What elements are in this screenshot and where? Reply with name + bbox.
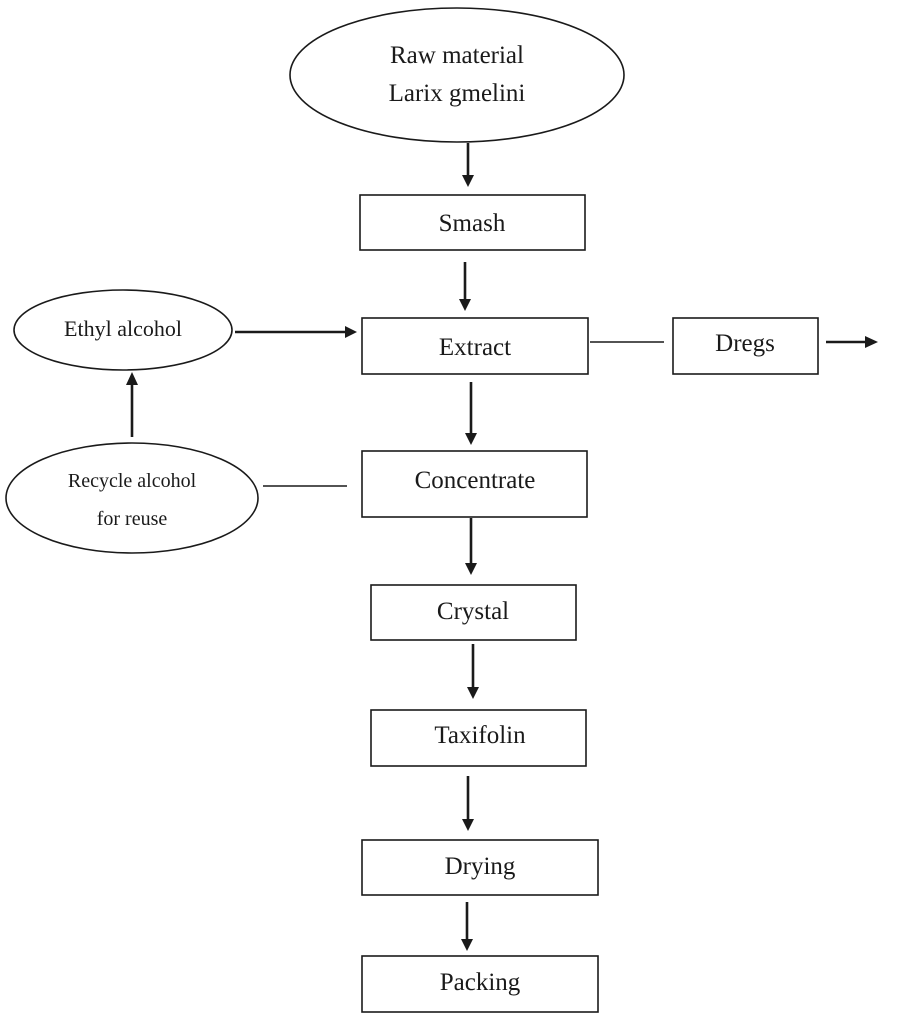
- arrow-concentrate-to-crystal: [465, 518, 477, 575]
- crystal-node: [370, 584, 577, 641]
- drying-label: Drying: [445, 853, 516, 880]
- taxifolin-label: Taxifolin: [434, 722, 526, 749]
- raw-material-label-line2: Larix gmelini: [389, 80, 526, 107]
- recycle-alcohol-label-line1: Recycle alcohol: [68, 470, 197, 492]
- recycle-alcohol-label-line2: for reuse: [97, 508, 168, 530]
- arrow-raw-to-smash: [462, 143, 474, 187]
- extract-label: Extract: [439, 334, 511, 361]
- arrow-taxifolin-to-drying: [462, 776, 474, 831]
- crystal-label: Crystal: [437, 598, 509, 625]
- arrow-smash-to-extract: [459, 262, 471, 311]
- raw-material-label-line1: Raw material: [390, 42, 524, 69]
- arrow-extract-to-concentrate: [465, 382, 477, 445]
- packing-node: [361, 955, 599, 1013]
- dregs-node: [672, 317, 819, 375]
- extract-node: [361, 317, 589, 375]
- arrow-recycle-to-ethyl: [126, 372, 138, 437]
- arrow-crystal-to-taxifolin: [467, 644, 479, 699]
- taxifolin-node: [370, 709, 587, 767]
- ethyl-alcohol-node: [13, 289, 233, 371]
- arrow-drying-to-packing: [461, 902, 473, 951]
- packing-label: Packing: [440, 969, 521, 996]
- recycle-alcohol-node: [5, 442, 259, 554]
- drying-node: [361, 839, 599, 896]
- dregs-label: Dregs: [715, 330, 775, 357]
- ethyl-alcohol-label: Ethyl alcohol: [64, 316, 182, 341]
- concentrate-node: [361, 450, 588, 518]
- arrow-dregs-out: [826, 336, 878, 348]
- raw-material-node: [289, 7, 625, 143]
- concentrate-label: Concentrate: [415, 467, 536, 494]
- smash-label: Smash: [439, 210, 506, 237]
- arrow-ethyl-to-extract: [235, 326, 357, 338]
- smash-node: [359, 194, 586, 251]
